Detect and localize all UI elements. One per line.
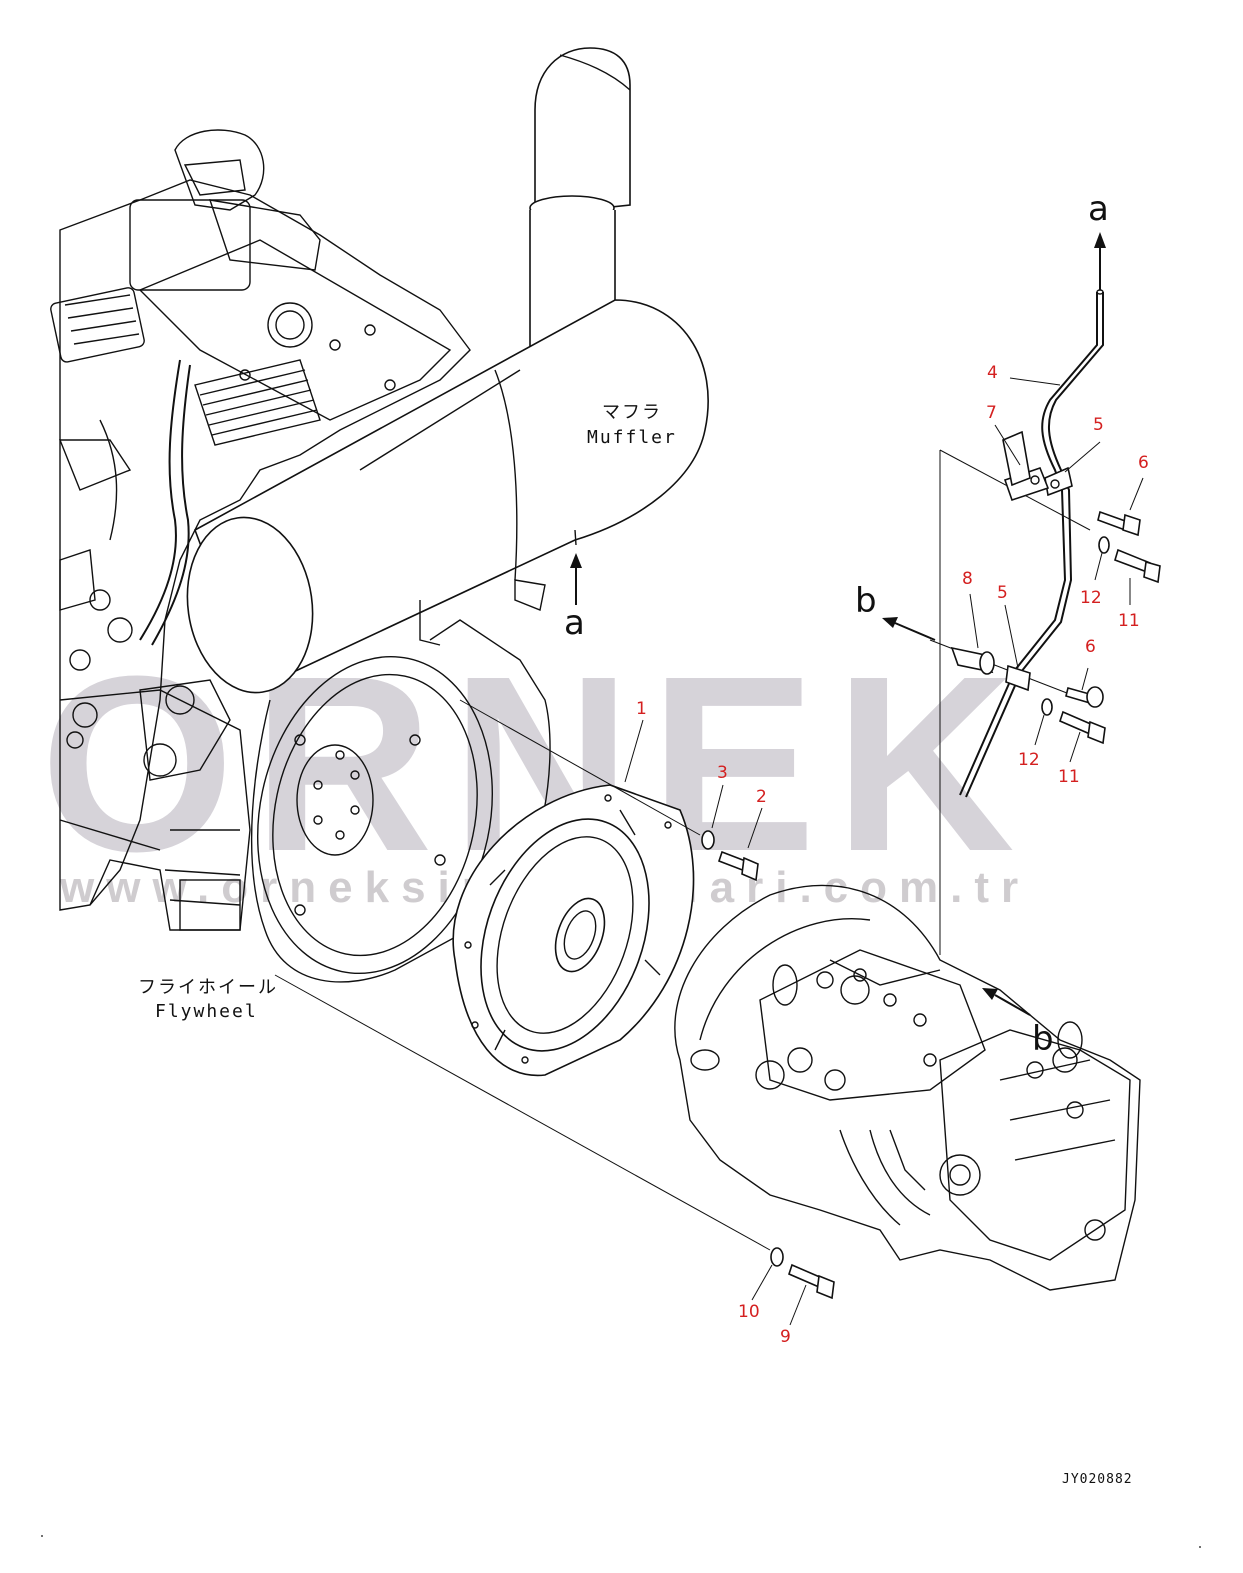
view-marker-a-muffler: a xyxy=(564,603,585,643)
callout-10: 10 xyxy=(738,1302,760,1322)
arrow-b-right-icon xyxy=(982,988,998,1000)
callout-5-lower: 5 xyxy=(997,583,1008,603)
callout-11-upper: 11 xyxy=(1118,611,1140,631)
callout-6-lower: 6 xyxy=(1085,637,1096,657)
engine-assembly xyxy=(50,129,471,931)
callout-8: 8 xyxy=(962,569,973,589)
flywheel-label-en: Flywheel xyxy=(155,1001,258,1022)
callout-3: 3 xyxy=(717,763,728,783)
callout-1: 1 xyxy=(636,699,647,719)
coupling-fasteners xyxy=(701,830,835,1300)
flywheel-label-jp: フライホイール xyxy=(138,977,278,998)
corner-mark xyxy=(1199,1546,1201,1548)
coupling-part-1 xyxy=(452,784,695,1077)
drawing-code: JY020882 xyxy=(1062,1472,1133,1487)
callout-7: 7 xyxy=(986,403,997,423)
view-marker-a-top: a xyxy=(1088,189,1109,229)
callout-5-upper: 5 xyxy=(1093,415,1104,435)
callout-6-upper: 6 xyxy=(1138,453,1149,473)
callout-11-lower: 11 xyxy=(1058,767,1080,787)
view-marker-b-right: b xyxy=(1032,1019,1054,1059)
corner-mark xyxy=(41,1535,43,1537)
muffler: マフラ Muffler a xyxy=(186,47,709,694)
callout-12-upper: 12 xyxy=(1080,588,1102,608)
view-arrow-b-right: b xyxy=(982,988,1054,1059)
muffler-label-en: Muffler xyxy=(587,427,677,448)
callout-numbers: 1 2 3 4 5 5 6 6 7 8 9 10 11 11 12 12 xyxy=(636,363,1149,1347)
flywheel: フライホイール Flywheel xyxy=(138,619,551,1022)
callout-12-lower: 12 xyxy=(1018,750,1040,770)
arrow-a-muffler-icon xyxy=(570,553,582,568)
view-marker-b-left: b xyxy=(855,581,877,621)
arrow-b-left-icon xyxy=(882,617,898,628)
muffler-label-jp: マフラ xyxy=(602,402,662,423)
callout-4: 4 xyxy=(987,363,998,383)
hydraulic-pump xyxy=(674,884,1141,1291)
dipstick-tube-assembly: a b xyxy=(855,189,1161,798)
callout-leaders xyxy=(624,377,1144,1326)
callout-2: 2 xyxy=(756,787,767,807)
callout-9: 9 xyxy=(780,1327,791,1347)
arrow-a-top-icon xyxy=(1094,232,1106,248)
